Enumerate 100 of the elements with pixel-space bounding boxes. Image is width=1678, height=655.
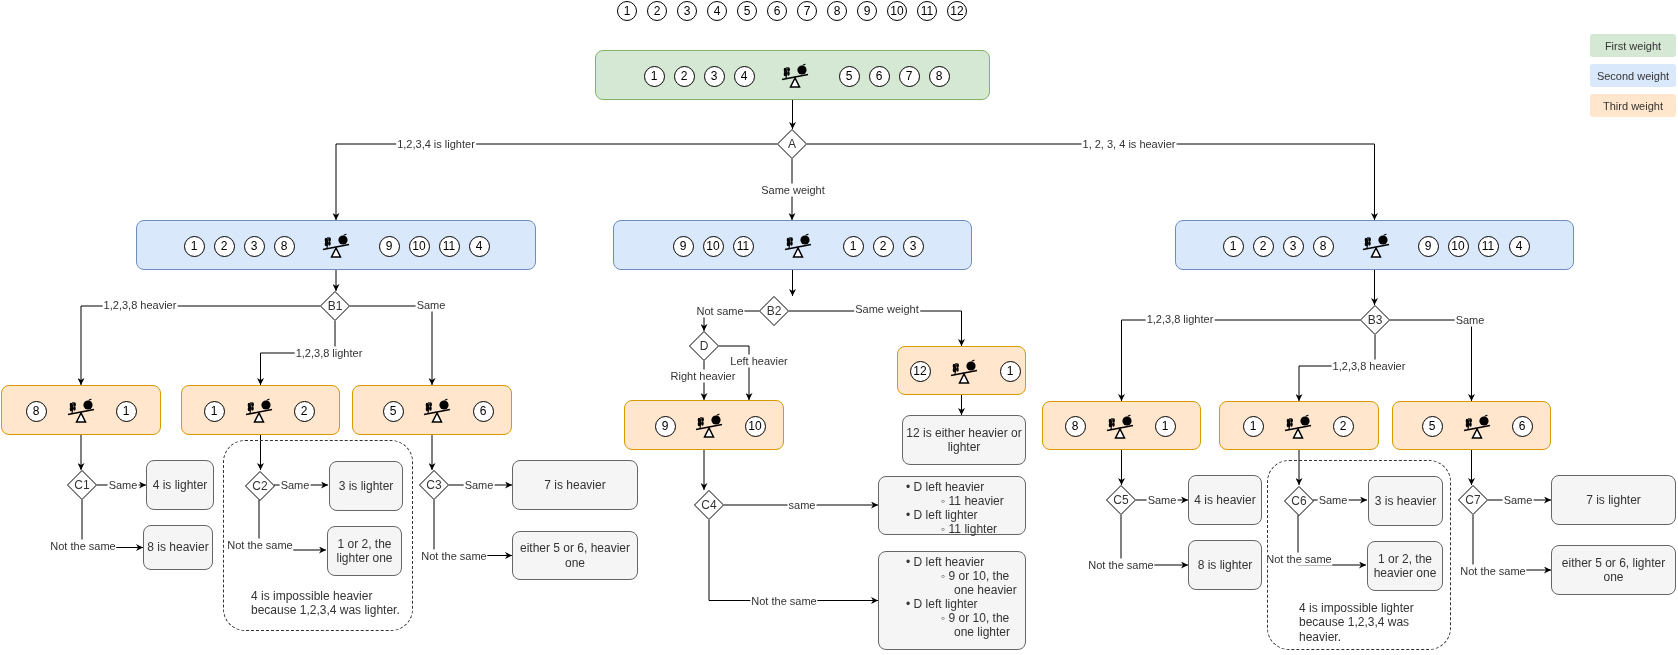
coin-circle: 2: [647, 1, 667, 21]
coin-circle: 10: [1447, 235, 1469, 257]
arrow: [789, 269, 796, 297]
coin-circle: 1: [617, 1, 637, 21]
decision-diamond: B3: [1360, 305, 1390, 335]
coin-circle: 11: [732, 235, 754, 257]
coin-circle: 10: [887, 1, 907, 21]
coin-circle: 2: [872, 235, 894, 257]
arrow: [700, 449, 708, 491]
edge-label: 1,2,3,8 lighter: [1145, 312, 1215, 326]
coin-circle: 12: [947, 1, 967, 21]
dashed-group: [1267, 460, 1451, 650]
list-item: • D left lighter: [906, 597, 979, 611]
result-box: 3 is heavier: [1368, 476, 1443, 526]
edge-label: Not the same: [226, 538, 294, 552]
coin-circle: 10: [408, 235, 430, 257]
result-box: 8 is lighter: [1188, 540, 1262, 590]
weighing-panel: [181, 385, 340, 435]
coin-circle: 8: [273, 235, 295, 257]
coin-circle: 12: [909, 361, 931, 382]
result-box: 1 or 2, the lighter one: [327, 526, 402, 576]
coin-circle: 1: [999, 361, 1021, 382]
edge-label: Not same: [695, 304, 745, 318]
result-box: 7 is heavier: [512, 460, 638, 510]
weighing-panel: [136, 220, 536, 270]
coin-circle: 11: [438, 235, 460, 257]
coin-circle: 7: [898, 65, 920, 87]
edge-label: Same: [1502, 493, 1534, 507]
coin-circle: 6: [767, 1, 787, 21]
coin-circle: 4: [707, 1, 727, 21]
coin-circle: 9: [672, 235, 694, 257]
arrow: [1295, 449, 1303, 486]
result-box: 12 is either heavier or lighter: [902, 415, 1026, 465]
decision-diamond: C6: [1284, 486, 1314, 516]
list-item: • D left lighter: [906, 508, 979, 522]
note-text: 4 is impossible lighter because 1,2,3,4 was heavier.: [1299, 601, 1415, 645]
edge-label: Left heavier: [729, 354, 789, 368]
result-box: 4 is lighter: [146, 460, 214, 510]
edge-label: Same: [279, 478, 311, 492]
arrow: [77, 434, 85, 471]
coin-circle: 5: [382, 400, 404, 422]
coin-circle: 11: [917, 1, 937, 21]
arrow: [789, 99, 796, 130]
coin-circle: 1: [1242, 416, 1264, 437]
coin-circle: 8: [25, 400, 47, 422]
edge-label: Not the same: [1087, 558, 1155, 572]
decision-diamond: C7: [1458, 485, 1488, 515]
coin-circle: 1: [1222, 235, 1244, 257]
list-item: • D left heavier: [906, 480, 986, 494]
coin-circle: 8: [1312, 235, 1334, 257]
decision-diamond: C3: [419, 470, 449, 500]
result-box: 4 is heavier: [1188, 475, 1262, 525]
result-box: [878, 551, 1026, 650]
edge-label: 1,2,3,8 heavier: [1331, 359, 1407, 373]
weighing-panel: [1219, 401, 1379, 450]
weighing-panel: [1042, 401, 1201, 450]
dashed-group: [223, 440, 413, 631]
decision-diamond: C4: [694, 490, 724, 520]
coin-circle: 1: [1154, 416, 1176, 437]
arrow: [257, 434, 264, 471]
coin-circle: 9: [857, 1, 877, 21]
result-box: 1 or 2, the heavier one: [1367, 541, 1443, 591]
weighing-panel: [352, 385, 512, 435]
coin-circle: 5: [838, 65, 860, 87]
decision-diamond: C5: [1106, 485, 1136, 515]
coin-circle: 9: [378, 235, 400, 257]
coin-circle: 10: [744, 415, 766, 437]
weighing-panel: [624, 400, 784, 450]
edge-label: Same: [1454, 313, 1486, 327]
edge-label: Same weight: [854, 302, 920, 316]
legend-label: Second weight: [1596, 69, 1670, 82]
decision-diamond: A: [777, 129, 807, 159]
edge-label: 1,2,3,8 heavier: [102, 298, 178, 312]
decision-diamond: D: [689, 331, 719, 361]
decision-diamond: C2: [245, 471, 275, 501]
arrow: [1371, 269, 1378, 306]
coin-circle: 8: [827, 1, 847, 21]
result-box: 3 is lighter: [329, 461, 403, 511]
coin-circle: 2: [293, 400, 315, 422]
result-box: either 5 or 6, lighter one: [1551, 545, 1676, 595]
edge-label: Same: [1146, 493, 1178, 507]
list-item: ◦ 11 heavier: [941, 494, 1005, 508]
coin-circle: 1: [842, 235, 864, 257]
coin-circle: 2: [673, 65, 695, 87]
edge-label: Not the same: [49, 539, 117, 553]
coin-circle: 2: [1332, 416, 1354, 437]
coin-circle: 6: [1511, 416, 1533, 437]
edge-label: Not the same: [1265, 552, 1333, 566]
coin-circle: 8: [928, 65, 950, 87]
edge-label: Right heavier: [669, 369, 737, 383]
edge-label: Not the same: [1459, 564, 1527, 578]
legend-label: First weight: [1604, 39, 1662, 52]
weighing-panel: [897, 346, 1026, 395]
weighing-panel: [1175, 220, 1574, 270]
coin-circle: 3: [902, 235, 924, 257]
result-box: either 5 or 6, heavier one: [512, 531, 638, 580]
weighing-panel: [595, 50, 990, 100]
coin-circle: 1: [183, 235, 205, 257]
edge-label: 1, 2, 3, 4 is heavier: [1081, 137, 1177, 151]
edge-label: 1,2,3,4 is lighter: [396, 137, 476, 151]
